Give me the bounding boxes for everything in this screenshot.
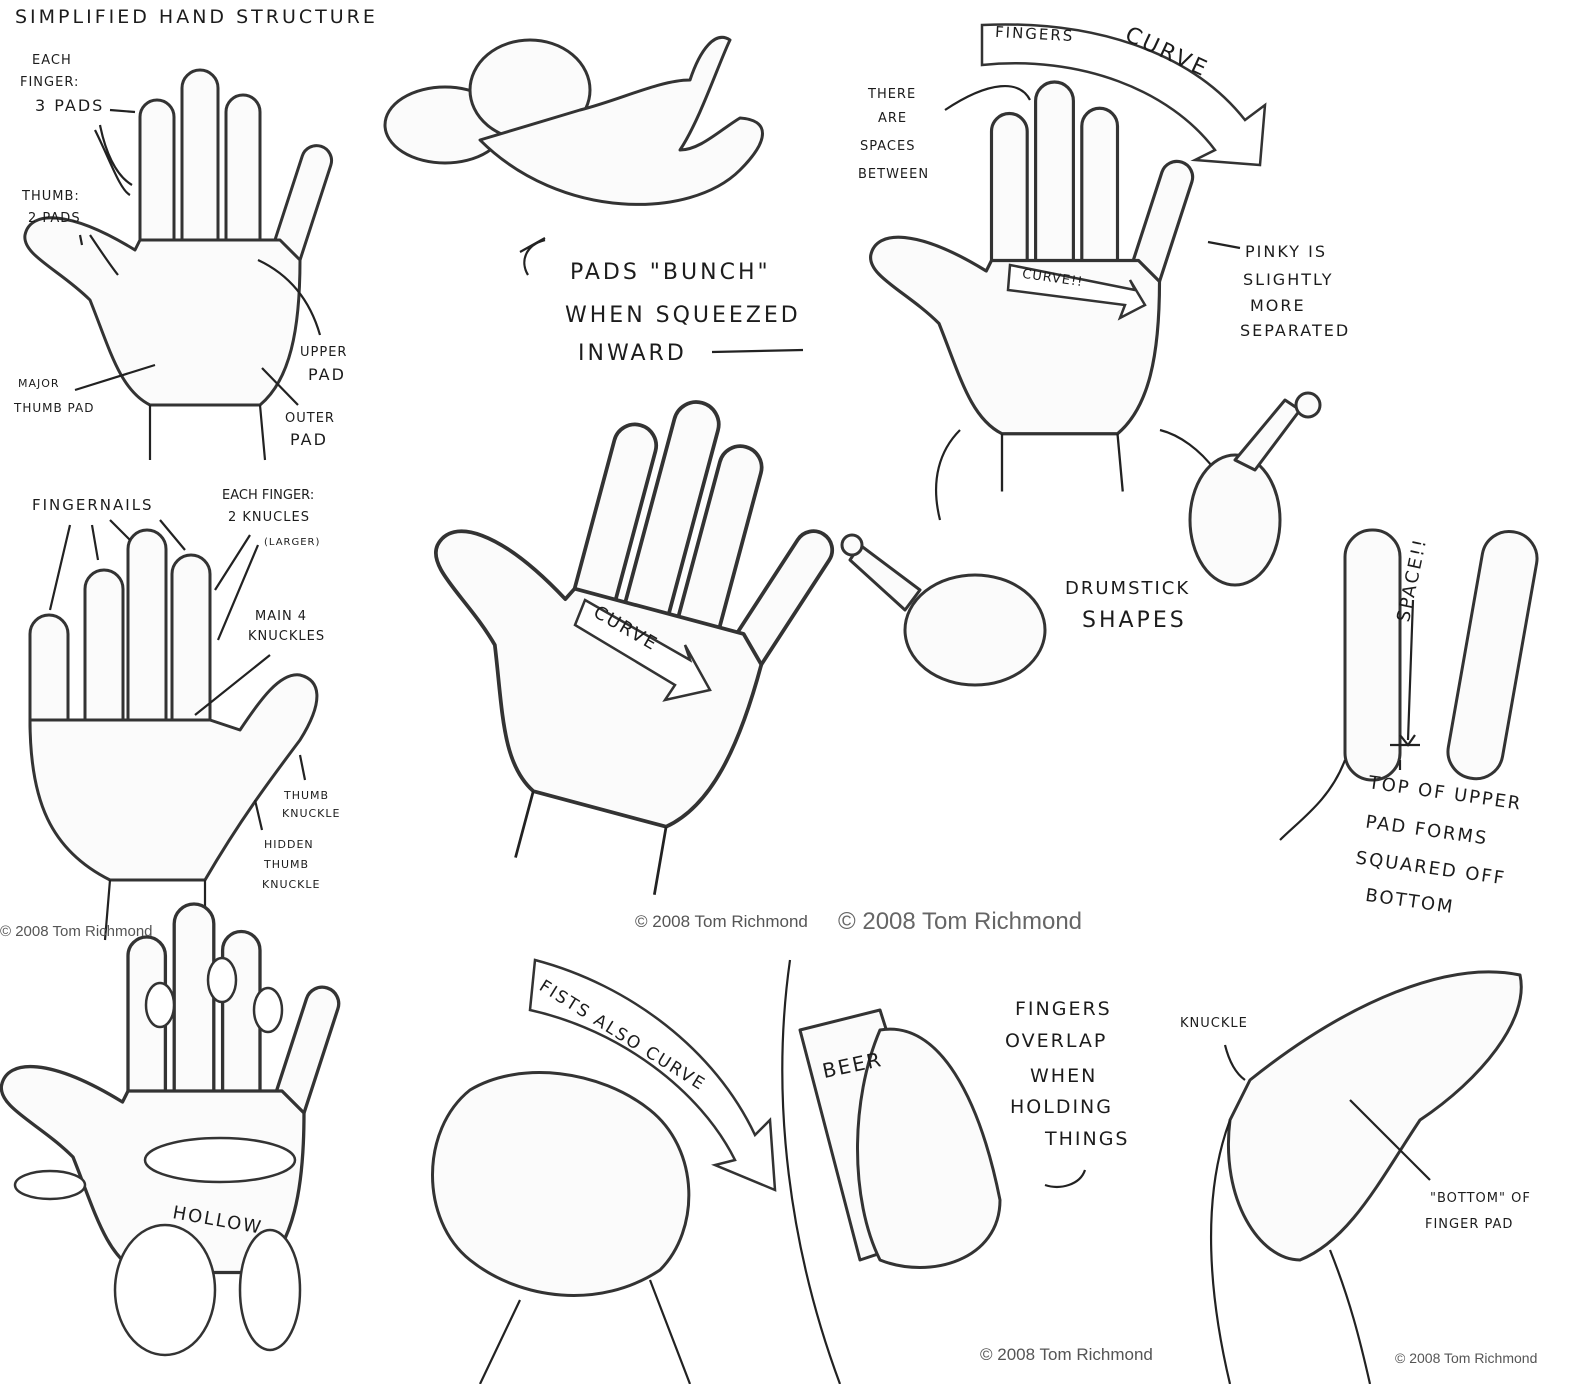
label-thumb-knuckle-2: KNUCKLE <box>282 807 341 820</box>
label-separated: SEPARATED <box>1240 321 1351 340</box>
caption-inward: INWARD <box>578 341 687 366</box>
copyright-side: © 2008 Tom Richmond <box>1395 1350 1538 1366</box>
copyright-back-hand: © 2008 Tom Richmond <box>0 923 153 940</box>
inward-underline <box>711 348 804 354</box>
caption-pads-bunch: PADS "BUNCH" <box>570 260 771 285</box>
label-3-pads: 3 PADS <box>35 96 105 115</box>
label-finger: FINGER: <box>20 75 80 90</box>
label-slightly: SLIGHTLY <box>1243 270 1334 289</box>
drumstick-drawing-right <box>1188 391 1322 587</box>
label-are: ARE <box>878 111 908 126</box>
overlap-arrow <box>1044 1169 1087 1188</box>
squeeze-arrow <box>519 237 546 276</box>
copyright-middle-large: © 2008 Tom Richmond <box>838 908 1083 935</box>
side-view-hand-drawing <box>1209 970 1523 1384</box>
spaces-arrow <box>944 84 1031 111</box>
arrow-3-pads <box>94 108 136 196</box>
label-outer: OUTER <box>285 411 335 426</box>
label-bottom-of: "BOTTOM" OF <box>1430 1191 1531 1206</box>
label-hidden-knuckle: KNUCKLE <box>262 878 321 891</box>
palm-curve-arrow <box>1006 263 1147 321</box>
copyright-middle-small: © 2008 Tom Richmond <box>635 912 808 931</box>
title-simplified-hand-structure: SIMPLIFIED HAND STRUCTURE <box>15 6 378 28</box>
drumstick-drawing-left <box>840 533 1047 687</box>
label-upper-pad: PAD <box>308 365 346 384</box>
label-upper: UPPER <box>300 345 348 360</box>
hollow-palm-diagram <box>0 902 345 1357</box>
label-thumb-knuckle-1: THUMB <box>284 789 330 802</box>
label-between: BETWEEN <box>858 167 930 182</box>
arrow-outer-pad <box>261 367 299 406</box>
label-finger-pad: FINGER PAD <box>1425 1217 1514 1232</box>
label-2-pads: 2 PADS <box>28 211 81 226</box>
arrow-text-fingers: FINGERS <box>994 22 1075 46</box>
label-hidden: HIDDEN <box>264 838 314 851</box>
label-drumstick: DRUMSTICK <box>1065 578 1191 599</box>
hand-holding-beer-can-drawing <box>781 959 1002 1384</box>
copyright-beer: © 2008 Tom Richmond <box>980 1345 1153 1364</box>
label-pinky-is: PINKY IS <box>1245 242 1327 261</box>
label-thumb-pad: THUMB PAD <box>14 401 95 415</box>
label-fingers: FINGERS <box>1015 998 1112 1020</box>
label-knuckle: KNUCKLE <box>1180 1016 1248 1031</box>
middle-curve-arrow <box>573 598 712 702</box>
knuckle-arrows <box>194 534 307 831</box>
arrow-thumb-pads <box>78 234 119 276</box>
label-shapes: SHAPES <box>1082 608 1187 633</box>
squeezed-hand-drawing <box>383 36 764 206</box>
label-each: EACH <box>32 53 72 68</box>
label-each-finger: EACH FINGER: <box>222 488 315 503</box>
label-spaces: SPACES <box>860 139 916 154</box>
pad-arrows <box>934 428 1216 521</box>
label-overlap: OVERLAP <box>1005 1030 1108 1052</box>
label-more: MORE <box>1250 296 1306 315</box>
label-there: THERE <box>868 87 917 102</box>
finger-pad-arrow <box>1349 1099 1431 1181</box>
label-outer-pad: PAD <box>290 430 328 449</box>
label-2-knucles: 2 KNUCLES <box>228 510 310 525</box>
label-hidden-thumb: THUMB <box>264 858 310 871</box>
label-things: THINGS <box>1045 1128 1130 1150</box>
pinky-arrow <box>1207 240 1241 250</box>
label-fingernails: FINGERNAILS <box>32 496 154 514</box>
knuckle-arrow <box>1223 1044 1246 1081</box>
label-main-4: MAIN 4 <box>255 609 308 624</box>
arrow-major-pad <box>74 363 156 392</box>
fingernail-arrows <box>48 519 186 611</box>
label-knuckles: KNUCKLES <box>248 629 326 644</box>
label-holding: HOLDING <box>1010 1096 1113 1118</box>
label-larger: (LARGER) <box>264 537 321 548</box>
label-major: MAJOR <box>18 377 60 390</box>
fist-drawing <box>431 1071 692 1384</box>
fingers-curve-arrow <box>980 23 1267 167</box>
back-of-hand-drawing <box>28 528 319 941</box>
label-when: WHEN <box>1030 1065 1098 1087</box>
caption-when-squeezed: WHEN SQUEEZED <box>565 303 801 328</box>
arrow-upper-pad <box>257 259 322 336</box>
label-thumb: THUMB: <box>22 189 80 204</box>
two-fingers-drawing <box>1279 528 1539 841</box>
fist-curve-arrow <box>528 958 777 1192</box>
